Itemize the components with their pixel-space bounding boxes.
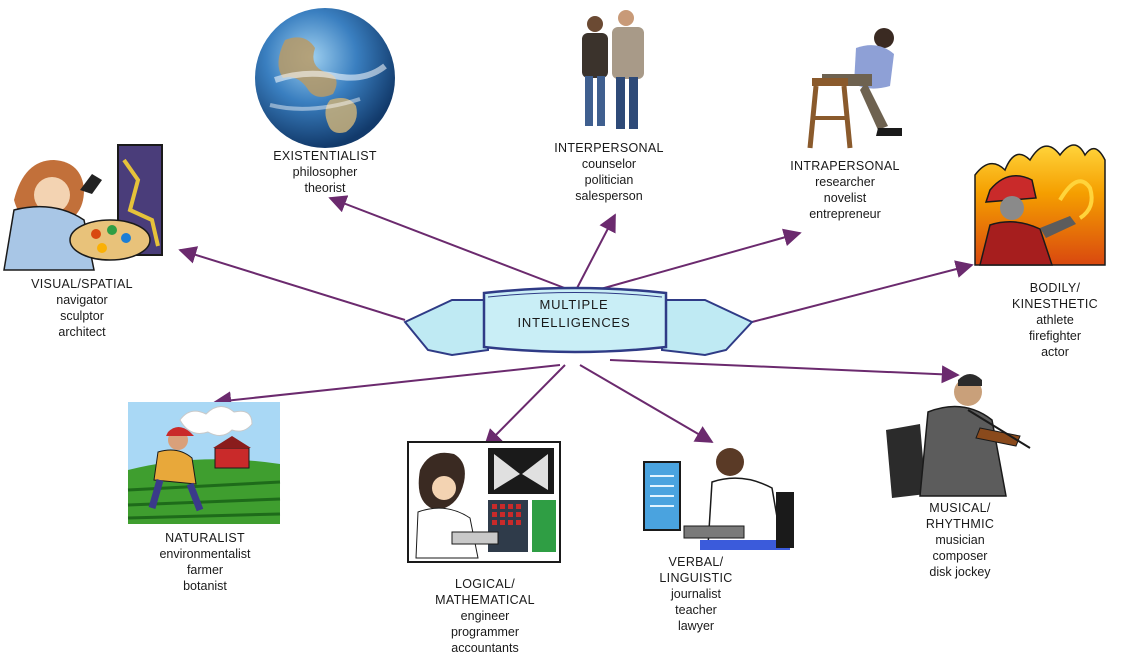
center-title-line1: MULTIPLE <box>539 297 609 312</box>
arrow-existentialist <box>328 195 576 293</box>
arrow-verbal <box>579 364 714 443</box>
center-title: MULTIPLE INTELLIGENCES <box>486 296 662 332</box>
node-existentialist: EXISTENTIALIST philosopher theorist <box>250 148 400 196</box>
earth-icon <box>255 8 395 148</box>
node-role: teacher <box>675 603 717 617</box>
programmer-icon <box>407 441 561 563</box>
node-title: MUSICAL/ <box>929 501 991 515</box>
node-title-2: RHYTHMIC <box>925 517 995 531</box>
violinist-icon <box>886 374 1031 498</box>
node-title: NATURALIST <box>165 531 245 545</box>
arrow-logical <box>483 364 566 448</box>
node-role: philosopher <box>292 165 358 179</box>
arrow-intrapersonal <box>589 228 802 293</box>
node-title: INTRAPERSONAL <box>790 159 900 173</box>
node-visual-spatial: VISUAL/SPATIAL navigator sculptor archit… <box>2 276 162 340</box>
node-role: disk jockey <box>929 565 991 579</box>
connector-arrows <box>178 195 974 448</box>
node-title-2: KINESTHETIC <box>1012 297 1098 311</box>
couple-icon <box>582 10 644 129</box>
node-interpersonal: INTERPERSONAL counselor politician sales… <box>534 140 684 204</box>
node-title: BODILY/ <box>1029 281 1081 295</box>
thinker-icon <box>807 28 902 149</box>
node-role: composer <box>932 549 988 563</box>
farmer-icon <box>127 402 281 524</box>
writer-icon <box>643 448 794 550</box>
arrow-interpersonal <box>574 213 616 293</box>
node-role: programmer <box>450 625 520 639</box>
node-role: botanist <box>183 579 227 593</box>
node-role: theorist <box>304 181 346 195</box>
node-role: actor <box>1041 345 1069 359</box>
node-title: VISUAL/SPATIAL <box>31 277 133 291</box>
node-title: VERBAL/ <box>668 555 724 569</box>
node-role: salesperson <box>575 189 643 203</box>
node-role: navigator <box>56 293 108 307</box>
node-title-2: LINGUISTIC <box>659 571 733 585</box>
center-title-line2: INTELLIGENCES <box>517 315 631 330</box>
painter-icon <box>3 144 163 271</box>
center-banner <box>403 286 754 357</box>
node-musical-rhythmic: MUSICAL/ RHYTHMIC musician composer disk… <box>890 500 1030 580</box>
node-naturalist: NATURALIST environmentalist farmer botan… <box>125 530 285 594</box>
arrow-musical <box>609 359 960 384</box>
node-role: firefighter <box>1028 329 1082 343</box>
node-role: athlete <box>1036 313 1074 327</box>
node-bodily-kinesthetic: BODILY/ KINESTHETIC athlete firefighter … <box>985 280 1125 360</box>
node-logical-mathematical: LOGICAL/ MATHEMATICAL engineer programme… <box>400 576 570 656</box>
arrow-bodily <box>751 260 974 323</box>
node-role: farmer <box>186 563 224 577</box>
node-title: EXISTENTIALIST <box>273 149 377 163</box>
node-role: entrepreneur <box>809 207 881 221</box>
node-role: accountants <box>451 641 519 655</box>
node-role: environmentalist <box>159 547 251 561</box>
node-role: politician <box>584 173 634 187</box>
node-role: novelist <box>823 191 867 205</box>
node-role: counselor <box>581 157 637 171</box>
firefighter-icon <box>974 144 1106 266</box>
node-role: journalist <box>670 587 722 601</box>
arrow-visual <box>178 246 406 321</box>
node-role: sculptor <box>60 309 104 323</box>
node-verbal-linguistic: VERBAL/ LINGUISTIC journalist teacher la… <box>636 554 756 634</box>
node-title: LOGICAL/ <box>454 577 516 591</box>
node-role: musician <box>935 533 985 547</box>
node-intrapersonal: INTRAPERSONAL researcher novelist entrep… <box>770 158 920 222</box>
arrow-naturalist <box>213 364 561 410</box>
node-role: lawyer <box>677 619 715 633</box>
node-title: INTERPERSONAL <box>554 141 664 155</box>
node-role: architect <box>58 325 106 339</box>
node-role: researcher <box>815 175 875 189</box>
node-title-2: MATHEMATICAL <box>435 593 535 607</box>
node-role: engineer <box>460 609 510 623</box>
